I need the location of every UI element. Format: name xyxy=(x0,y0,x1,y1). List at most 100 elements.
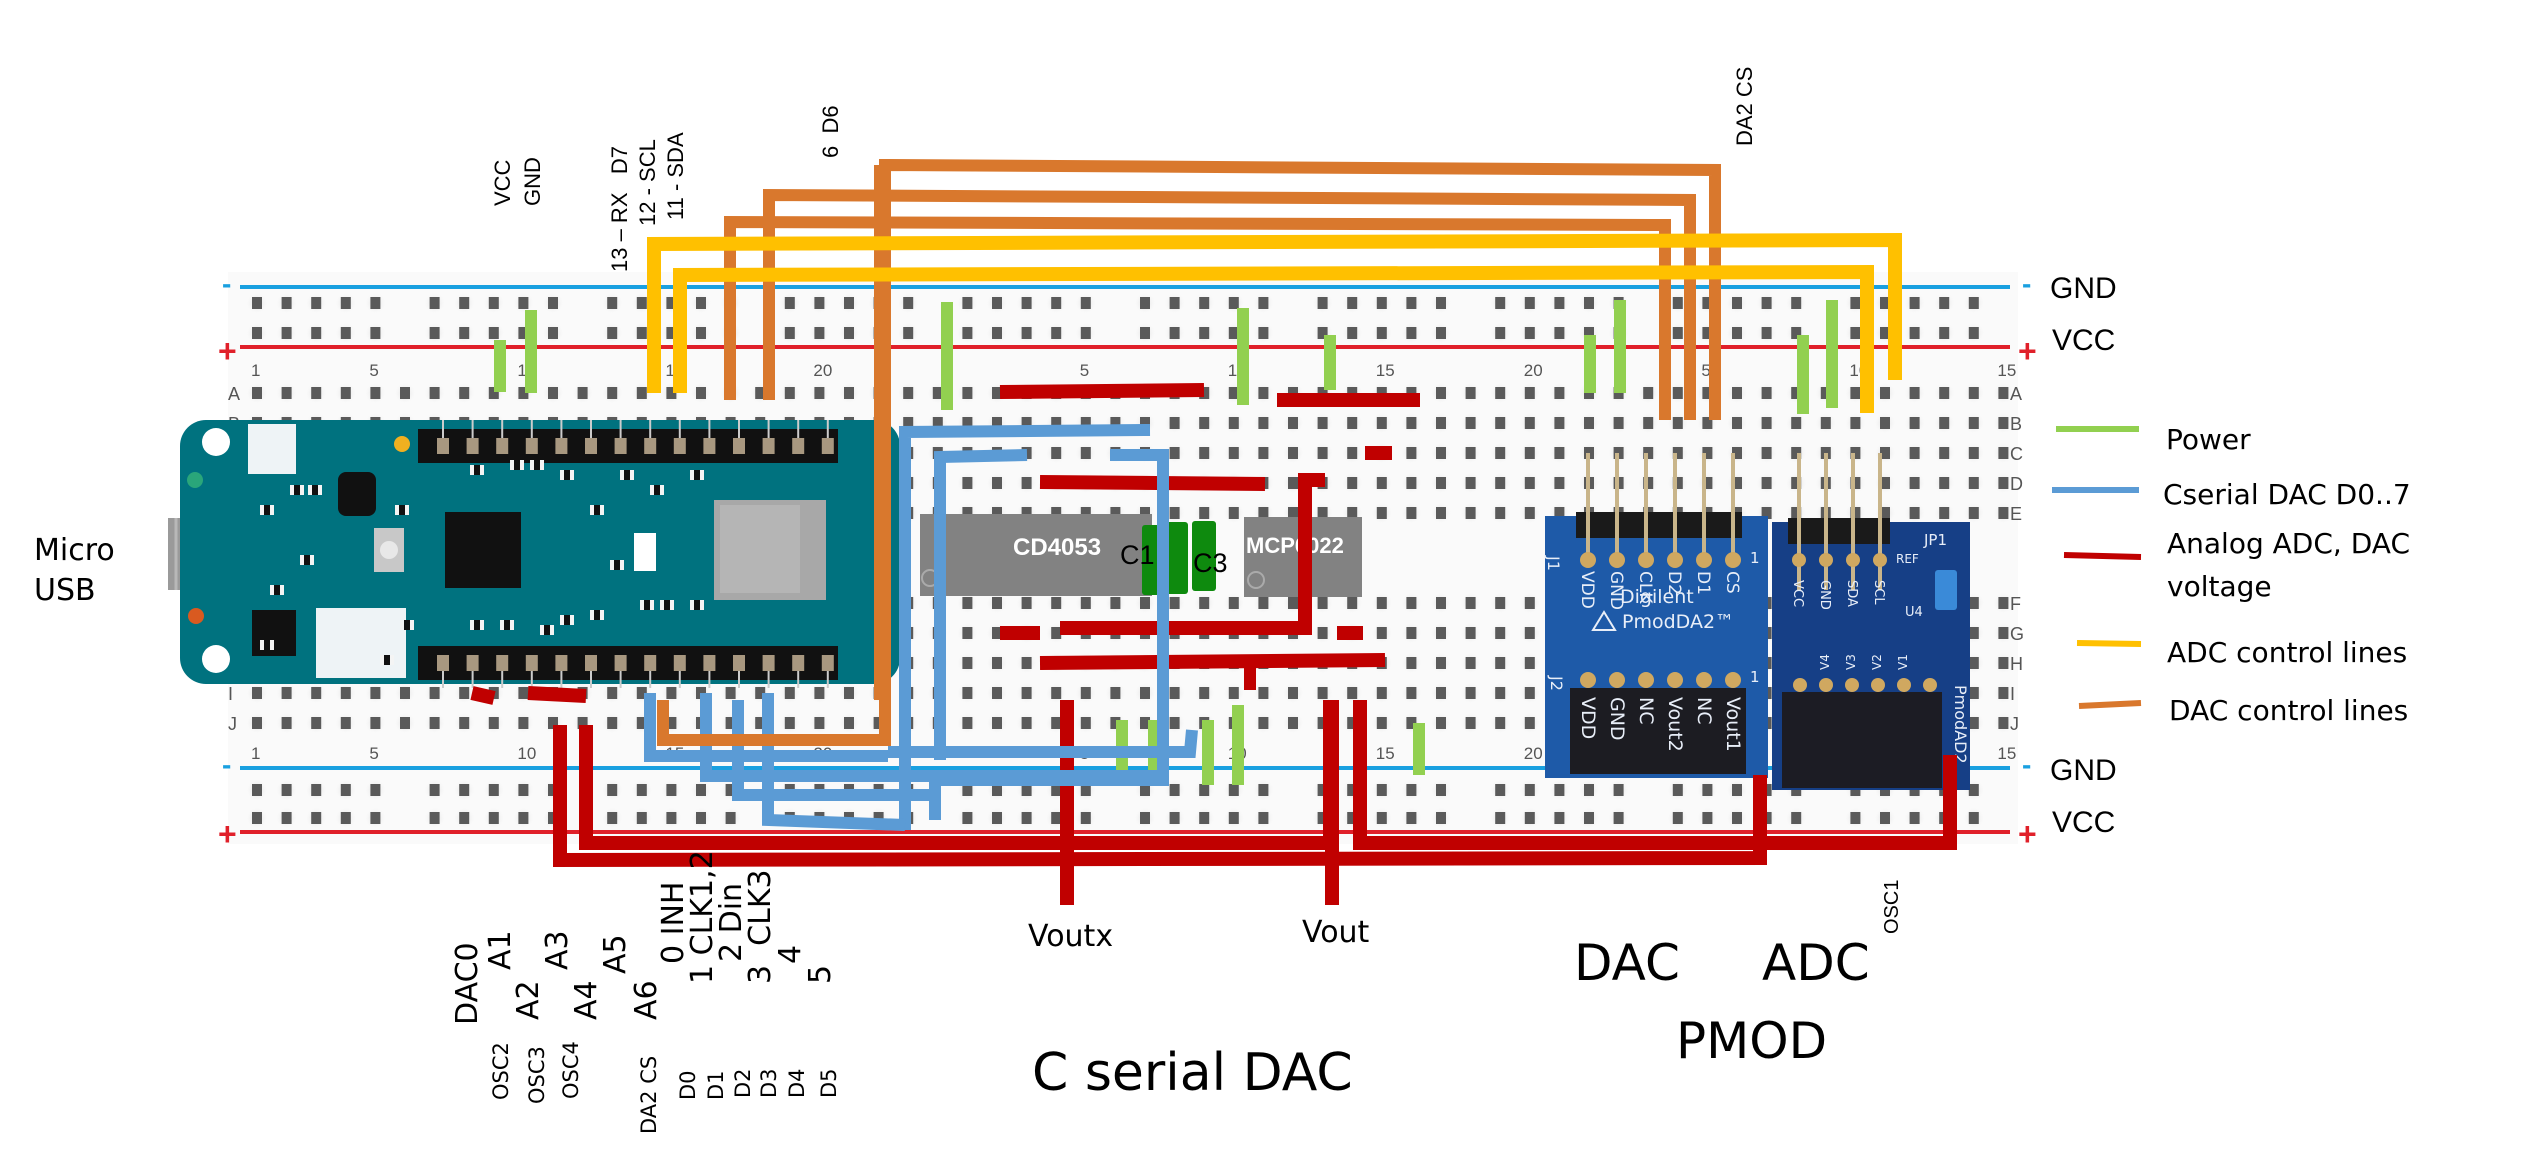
breadboard-hole xyxy=(1791,327,1802,339)
breadboard-hole xyxy=(1524,597,1535,609)
breadboard-hole xyxy=(1317,417,1328,429)
breadboard-hole xyxy=(400,387,410,399)
top-vcc-label: VCC xyxy=(2052,324,2115,357)
header-pin xyxy=(703,655,716,671)
label-d5: D5 xyxy=(817,1068,841,1098)
breadboard-hole xyxy=(1376,417,1387,429)
wire-cserial xyxy=(732,700,930,801)
breadboard-hole xyxy=(1524,477,1535,489)
breadboard-hole xyxy=(1880,507,1890,519)
breadboard-hole xyxy=(1169,507,1180,519)
breadboard-hole xyxy=(281,687,292,699)
da2-j2: J2 xyxy=(1547,675,1566,691)
label-a1: A1 xyxy=(483,930,518,970)
smd-part-body xyxy=(474,620,480,630)
breadboard-hole xyxy=(1436,812,1446,824)
breadboard-hole xyxy=(1554,507,1565,519)
breadboard-hole xyxy=(1672,387,1683,399)
header-pins xyxy=(437,420,834,688)
breadboard-hole xyxy=(1347,717,1358,729)
pmod-pad xyxy=(1638,552,1654,568)
row-letter-left: J xyxy=(228,714,237,734)
breadboard-hole xyxy=(784,387,795,399)
header-pin xyxy=(466,655,479,671)
breadboard-hole xyxy=(1228,507,1239,519)
smd-part-body xyxy=(564,470,570,480)
smd-part-body xyxy=(404,620,410,630)
led-orange xyxy=(188,608,204,624)
breadboard-hole xyxy=(962,327,973,339)
breadboard-hole xyxy=(1554,812,1565,824)
breadboard-hole xyxy=(548,387,558,399)
ad2-pins xyxy=(1792,453,1937,692)
breadboard-hole xyxy=(1258,687,1269,699)
wire-cserial xyxy=(934,449,1028,760)
breadboard-hole xyxy=(962,627,973,639)
breadboard-hole xyxy=(1258,327,1269,339)
pin-header-bottom xyxy=(418,646,838,680)
breadboard-hole xyxy=(607,387,618,399)
breadboard-hole xyxy=(1347,597,1358,609)
wire-adc-ctrl xyxy=(647,232,1902,393)
breadboard-hole xyxy=(1732,417,1742,429)
breadboard-hole xyxy=(459,387,470,399)
breadboard-hole xyxy=(1998,387,2009,399)
breadboard-hole xyxy=(1820,417,1831,429)
micro-usb-label-line1: Micro xyxy=(34,533,115,568)
breadboard-hole xyxy=(1080,687,1091,699)
breadboard-hole xyxy=(725,812,736,824)
breadboard-hole xyxy=(1021,507,1032,519)
breadboard-hole xyxy=(1140,687,1150,699)
pmod-pad xyxy=(1792,553,1806,567)
breadboard-hole xyxy=(1554,327,1565,339)
white-connector-top xyxy=(248,424,296,474)
pmod-pad xyxy=(1923,678,1937,692)
breadboard-hole xyxy=(784,717,795,729)
wire-cserial xyxy=(644,693,888,762)
breadboard-hole xyxy=(1524,627,1535,639)
breadboard-hole xyxy=(1939,387,1950,399)
breadboard-hole xyxy=(1672,327,1683,339)
breadboard-hole xyxy=(1909,477,1920,489)
breadboard-hole xyxy=(281,297,292,309)
breadboard-hole xyxy=(1258,387,1269,399)
breadboard-hole xyxy=(1791,812,1802,824)
capacitors: C1 C3 xyxy=(1120,521,1228,595)
breadboard-hole xyxy=(1909,297,1920,309)
breadboard-hole xyxy=(1436,417,1446,429)
breadboard-hole xyxy=(1080,812,1091,824)
breadboard-hole xyxy=(400,687,410,699)
breadboard-hole xyxy=(488,717,499,729)
breadboard-hole xyxy=(1968,297,1979,309)
breadboard-hole xyxy=(340,327,351,339)
breadboard-hole xyxy=(1791,297,1802,309)
breadboard-hole xyxy=(1909,327,1920,339)
breadboard-hole xyxy=(1968,657,1979,669)
top-plus-right: + xyxy=(2018,333,2037,369)
label-da2cs-bottom: DA2 CS xyxy=(637,1056,661,1134)
header-pin xyxy=(614,438,627,454)
legend: Power Cserial DAC D0..7 Analog ADC, DAC … xyxy=(2052,423,2411,727)
breadboard-hole xyxy=(1436,784,1446,796)
breadboard-hole xyxy=(1761,447,1772,459)
breadboard-hole xyxy=(814,687,825,699)
breadboard-hole xyxy=(1051,327,1062,339)
breadboard-hole xyxy=(1880,447,1890,459)
breadboard-hole xyxy=(1672,447,1683,459)
column-number: 15 xyxy=(1997,744,2016,763)
pmod-pin-label: Vout2 xyxy=(1664,697,1686,752)
breadboard-hole xyxy=(548,327,558,339)
breadboard-hole xyxy=(1110,417,1121,429)
breadboard-hole xyxy=(1939,477,1950,489)
label-osc1: OSC1 xyxy=(1881,880,1903,934)
breadboard-hole xyxy=(1228,327,1239,339)
c1-label: C1 xyxy=(1120,540,1155,570)
breadboard-hole xyxy=(932,417,943,429)
breadboard-hole xyxy=(1672,812,1683,824)
smd-part-body xyxy=(474,465,480,475)
breadboard-hole xyxy=(1524,717,1535,729)
row-letter-right: A xyxy=(2010,384,2022,404)
row-letter-right: H xyxy=(2010,654,2023,674)
